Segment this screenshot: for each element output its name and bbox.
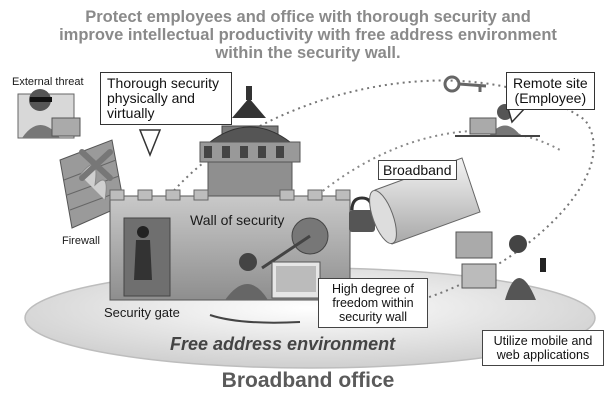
high-degree-freedom-box: High degree of freedom within security w… (318, 278, 428, 328)
high-degree-line-3: security wall (338, 310, 408, 324)
broadband-office-title: Broadband office (221, 369, 395, 392)
thorough-security-line-3: virtually (107, 105, 155, 121)
security-wall (109, 189, 351, 301)
remote-site-pointer (507, 107, 527, 124)
headline-line-2: improve intellectual productivity with f… (59, 26, 557, 44)
wall-of-security-label: Wall of security (190, 212, 285, 228)
thorough-security-pointer (138, 129, 162, 158)
castle-tower (199, 86, 301, 197)
security-loop-dotted-line-inner (249, 129, 561, 271)
thorough-security-line-1: Thorough security (107, 75, 220, 91)
headline-line-3: within the security wall. (215, 44, 401, 62)
headline-line-1: Protect employees and office with thorou… (85, 8, 531, 26)
remote-site-line-2: (Employee) (514, 90, 587, 106)
remote-site-line-1: Remote site (513, 75, 588, 91)
mobile-user-figure (455, 231, 546, 300)
high-degree-line-2: freedom within (332, 296, 414, 310)
security-gate-label: Security gate (104, 305, 180, 320)
mobile-web-box: Utilize mobile and web applications (482, 330, 604, 366)
headline: Protect employees and office with thorou… (0, 8, 616, 62)
office-worker-figure (209, 253, 321, 324)
mobile-web-line-1: Utilize mobile and (493, 334, 593, 348)
remote-employee-figure (455, 104, 540, 137)
thorough-security-line-2: physically and (107, 90, 195, 106)
broadband-label: Broadband (378, 160, 457, 180)
remote-site-callout: Remote site (Employee) (506, 72, 595, 110)
hacker-figure (17, 89, 81, 139)
key-icon (443, 75, 487, 93)
high-degree-line-1: High degree of (331, 282, 414, 296)
mobile-web-line-2: web applications (496, 348, 590, 362)
thorough-security-callout: Thorough security physically and virtual… (100, 72, 232, 125)
firewall-label: Firewall (62, 235, 100, 247)
free-address-label: Free address environment (170, 334, 396, 354)
external-threat-label: External threat (12, 76, 84, 88)
